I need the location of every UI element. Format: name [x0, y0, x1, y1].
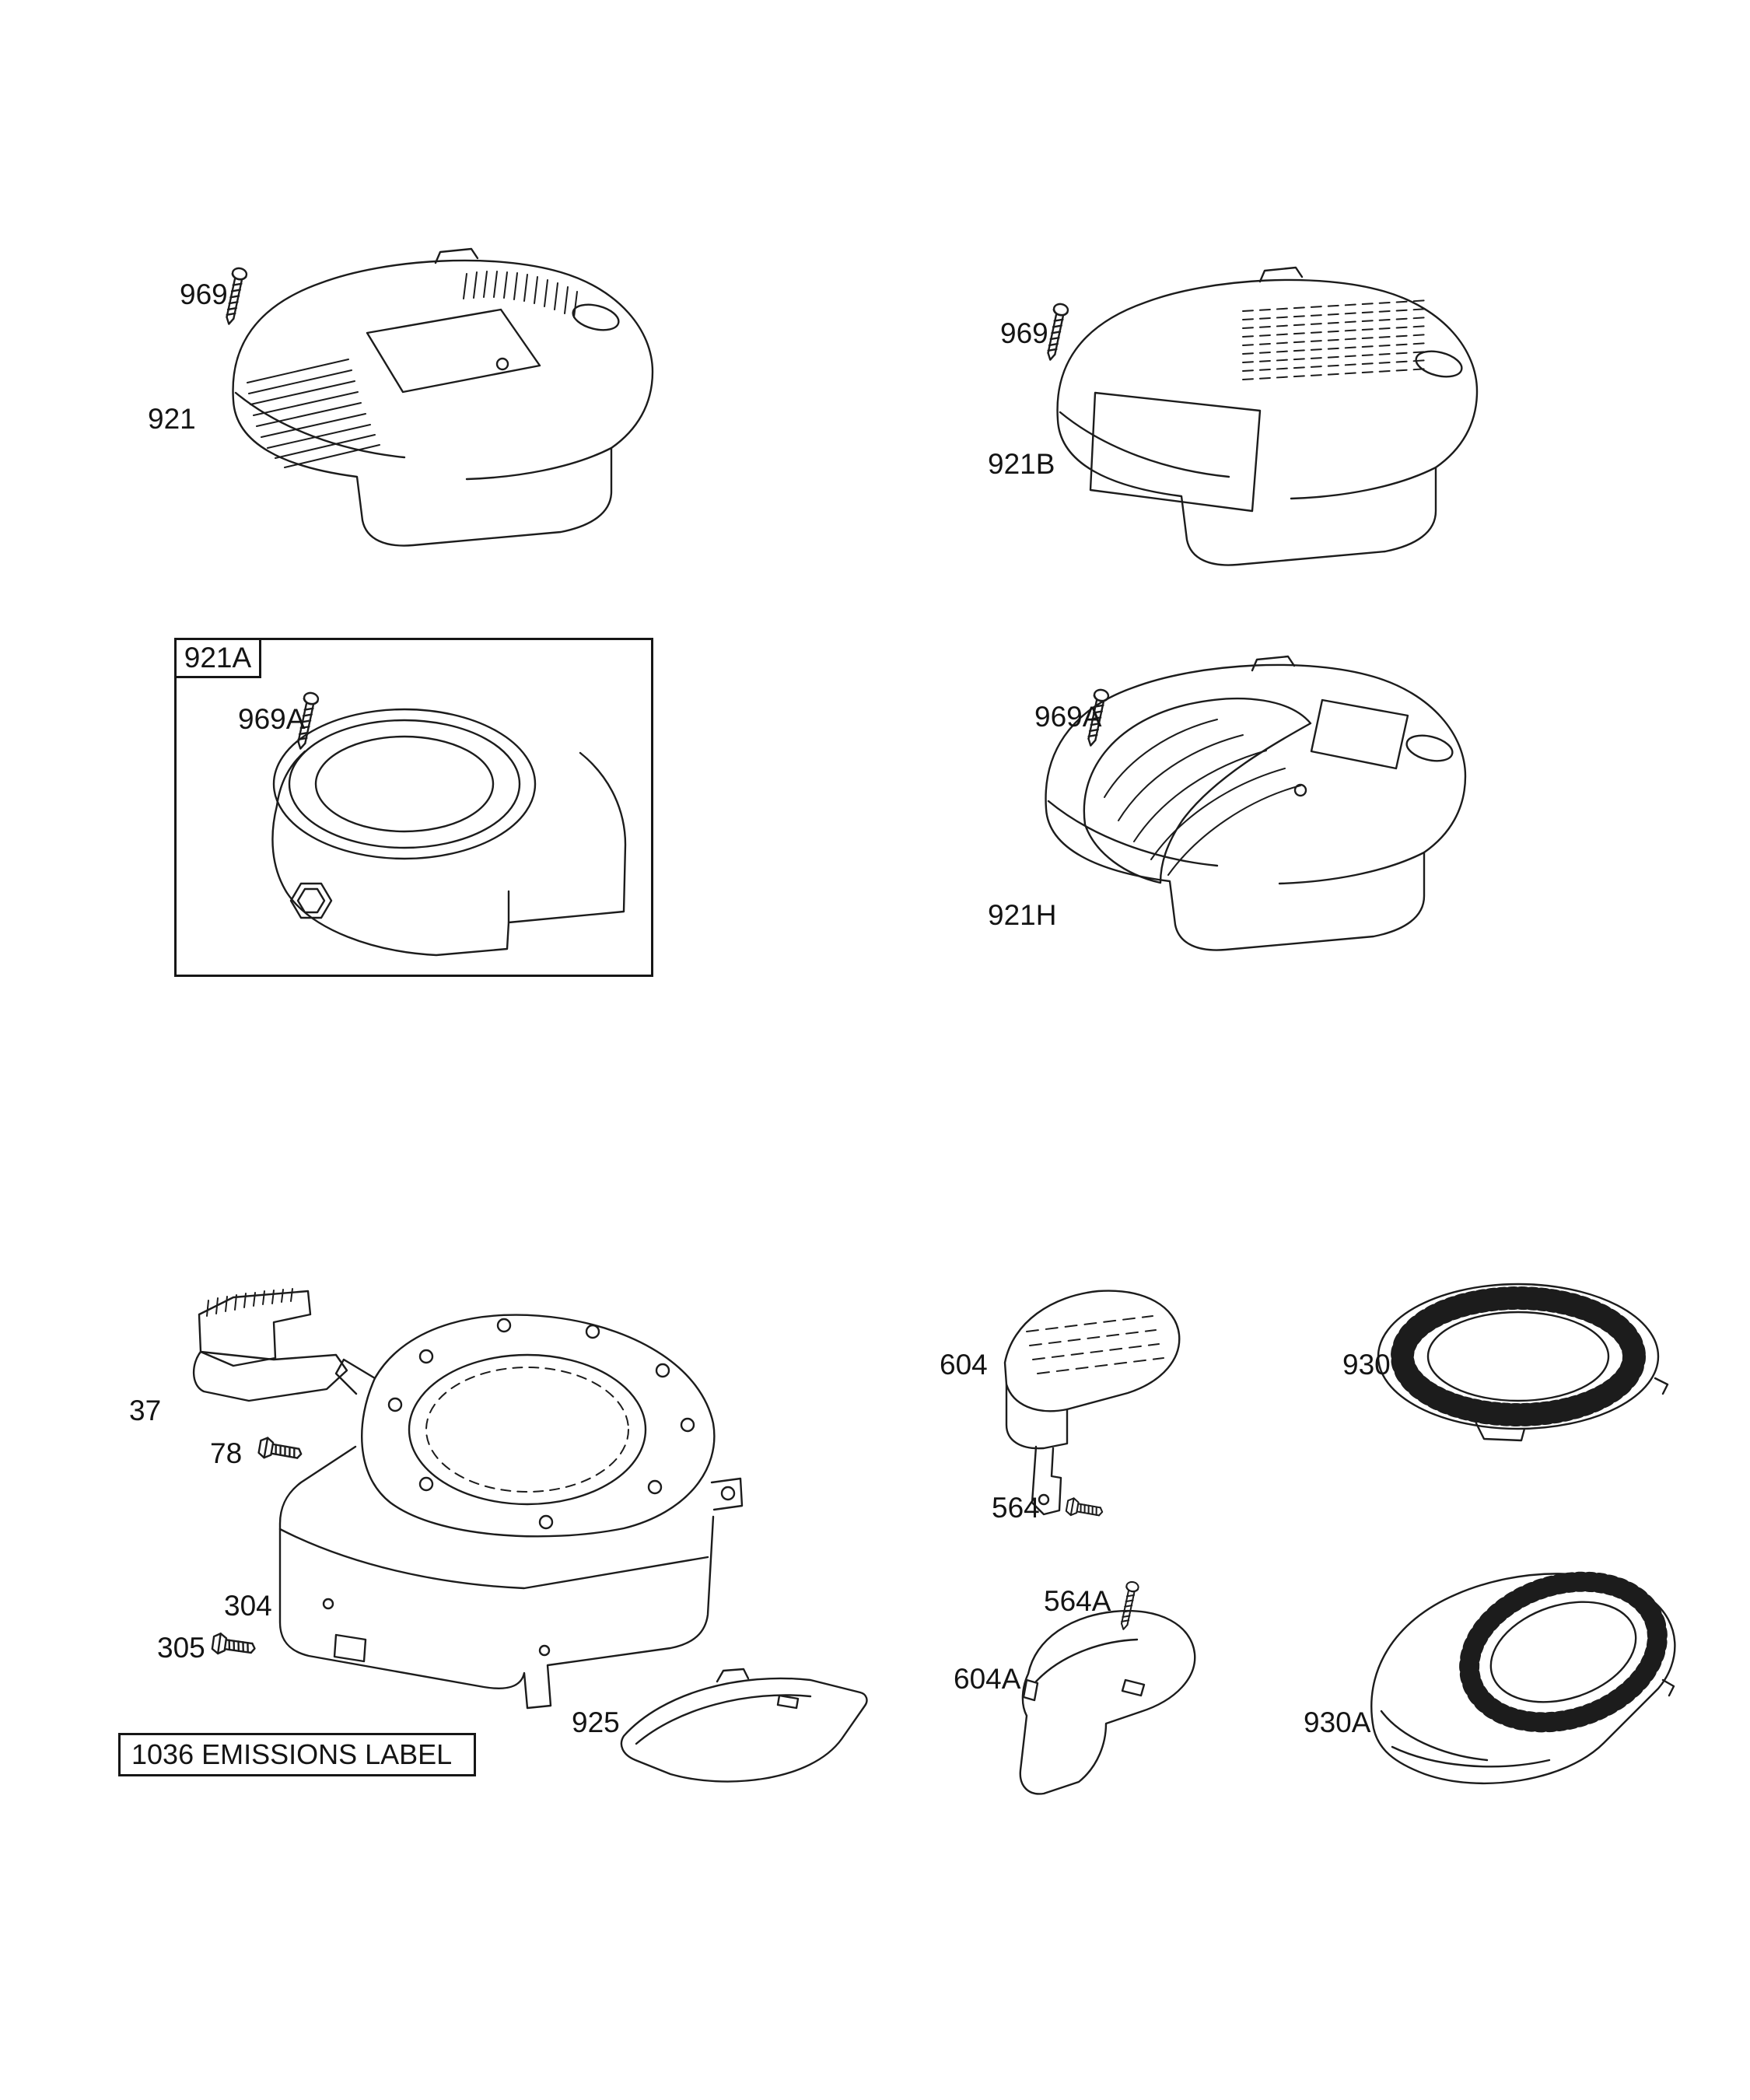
part-564-bolt-drawing — [1065, 1496, 1105, 1521]
part-604-cover-drawing — [1003, 1290, 1181, 1516]
part-564A-screw-drawing — [1116, 1580, 1140, 1632]
part-78-bolt-drawing — [257, 1435, 304, 1465]
group-box-921A-label: 921A — [174, 638, 261, 678]
callout-921B: 921B — [988, 448, 1055, 480]
part-921B-cover-drawing — [1056, 266, 1479, 566]
part-921A-housing-drawing — [271, 708, 627, 957]
part-930-screen-drawing — [1377, 1283, 1669, 1442]
callout-304: 304 — [224, 1590, 272, 1622]
emissions-label-box: 1036 EMISSIONS LABEL — [118, 1733, 476, 1776]
callout-969-top-right: 969 — [1000, 317, 1048, 349]
part-921-cover-drawing — [232, 247, 654, 547]
callout-921H: 921H — [988, 899, 1057, 931]
part-921H-cover-drawing — [1045, 655, 1467, 951]
part-604A-cover-drawing — [1019, 1609, 1196, 1795]
callout-37: 37 — [129, 1395, 162, 1426]
callout-604: 604 — [940, 1349, 988, 1381]
part-37-bracket-drawing — [192, 1288, 348, 1402]
callout-78: 78 — [210, 1437, 243, 1469]
callout-925: 925 — [572, 1706, 620, 1738]
callout-969A-left: 969A — [238, 703, 306, 735]
part-304-blower-housing-drawing — [278, 1314, 744, 1710]
callout-930: 930 — [1342, 1349, 1391, 1381]
callout-604A: 604A — [954, 1663, 1021, 1695]
group-box-921A — [174, 638, 653, 977]
part-305-bolt-drawing — [210, 1631, 257, 1660]
callout-305: 305 — [157, 1632, 205, 1664]
callout-564A: 564A — [1044, 1585, 1111, 1617]
part-925-cover-drawing — [620, 1668, 868, 1783]
part-930A-cover-drawing — [1370, 1571, 1676, 1785]
callout-921: 921 — [148, 403, 196, 435]
callout-564: 564 — [992, 1492, 1040, 1524]
callout-930A: 930A — [1304, 1706, 1371, 1738]
callout-969-top-left: 969 — [180, 278, 228, 310]
callout-969A-right: 969A — [1034, 701, 1102, 733]
